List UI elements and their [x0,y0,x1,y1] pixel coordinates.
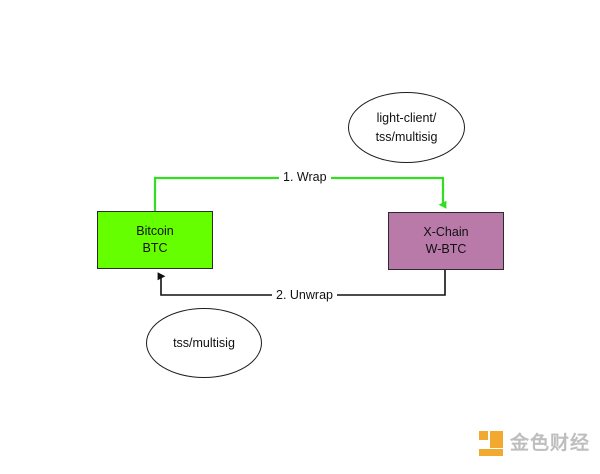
node-bitcoin-line2: BTC [142,241,168,255]
node-xchain-line2: W-BTC [425,242,467,256]
edge-label-wrap: 1. Wrap [279,171,331,184]
node-xchain[interactable]: X-Chain W-BTC [388,212,504,270]
node-oracle-top-line1: light-client/ [376,111,437,126]
jinse-logo-icon [479,431,503,456]
watermark: 金色财经 [479,431,590,456]
node-oracle-top-line2: tss/multisig [375,129,438,144]
node-bitcoin[interactable]: Bitcoin BTC [97,211,213,269]
node-oracle-bottom-line1: tss/multisig [173,335,235,350]
node-xchain-line1: X-Chain [423,224,469,239]
edge-label-unwrap: 2. Unwrap [272,289,337,302]
node-bitcoin-line1: Bitcoin [136,223,174,238]
node-tss-multisig[interactable]: tss/multisig [146,308,262,378]
watermark-text: 金色财经 [510,433,591,454]
node-light-client-tss-multisig[interactable]: light-client/ tss/multisig [348,92,465,163]
